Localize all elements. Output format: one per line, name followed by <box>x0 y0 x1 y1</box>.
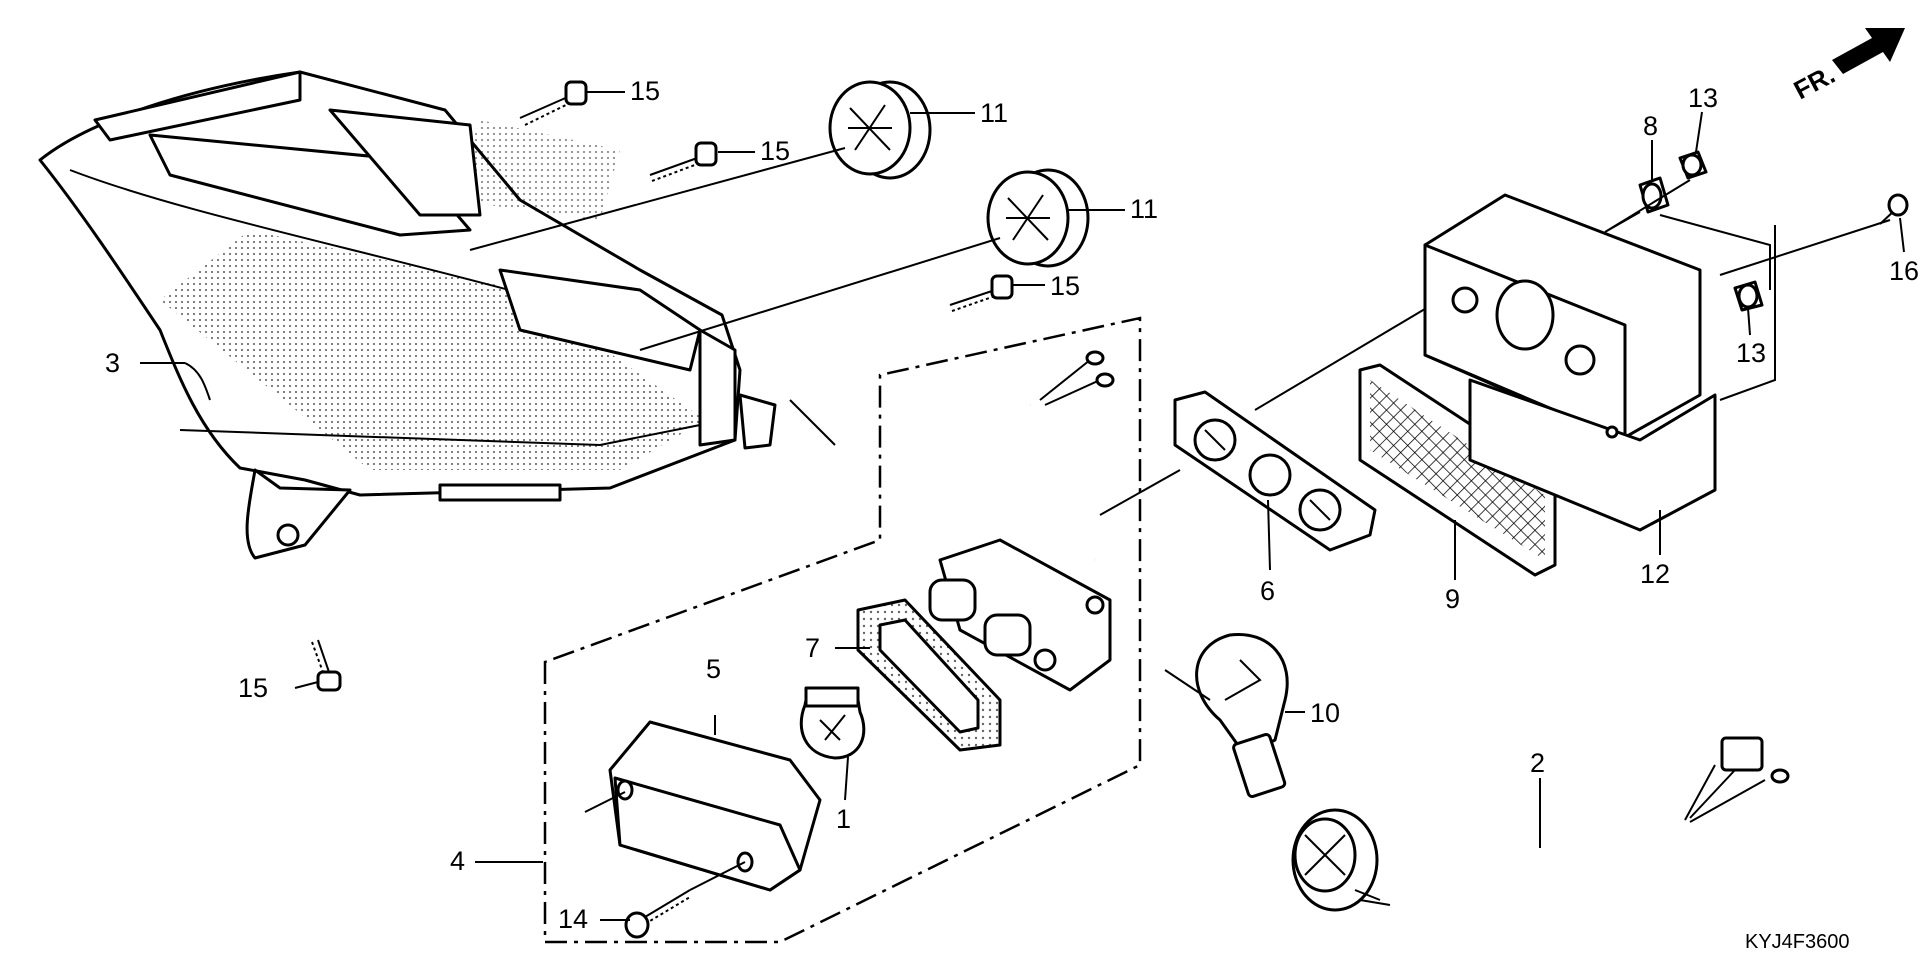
nut-13b <box>1733 280 1764 312</box>
callout-16: 16 <box>1889 256 1919 286</box>
leader-lines <box>140 91 1905 921</box>
callout-13b: 13 <box>1736 338 1766 368</box>
callout-15c: 15 <box>1050 271 1080 301</box>
callout-9: 9 <box>1445 584 1460 614</box>
callout-11a: 11 <box>980 98 1008 128</box>
callout-labels: 15 15 11 11 15 15 3 4 14 5 1 7 6 9 12 10… <box>105 76 1919 934</box>
reflector-9 <box>1358 363 1557 577</box>
direction-label: FR. <box>1789 59 1840 105</box>
screw-15d <box>311 639 342 692</box>
stop-tail-bulb-10 <box>1164 632 1289 798</box>
callout-2: 2 <box>1530 748 1545 778</box>
grommet-11b <box>986 168 1090 268</box>
callout-10: 10 <box>1310 698 1340 728</box>
callout-7: 7 <box>805 633 820 663</box>
callout-4: 4 <box>450 846 465 876</box>
callout-15b: 15 <box>760 136 790 166</box>
wedge-bulb-1 <box>799 686 866 760</box>
callout-14: 14 <box>558 904 588 934</box>
diagram-code: KYJ4F3600 <box>1745 931 1850 953</box>
screw-16 <box>1879 193 1909 225</box>
callout-8: 8 <box>1643 111 1658 141</box>
screw-14 <box>624 861 746 939</box>
callout-15a: 15 <box>630 76 660 106</box>
gasket-7 <box>856 598 1002 752</box>
collar-8 <box>1638 176 1670 214</box>
lamp-bracket-12 <box>1423 193 1717 532</box>
callout-15d: 15 <box>238 673 268 703</box>
gasket-6 <box>1173 390 1377 552</box>
callout-1: 1 <box>836 804 851 834</box>
license-lens-5 <box>584 720 822 892</box>
screw-15c <box>949 274 1014 312</box>
nut-13a <box>1678 150 1708 180</box>
bulb-socket-wire <box>928 350 1115 692</box>
screw-15b <box>649 141 718 182</box>
assembly-4-outline <box>543 316 1142 944</box>
grommet-11a <box>828 80 932 180</box>
callout-13a: 13 <box>1688 83 1718 113</box>
callout-5: 5 <box>706 654 721 684</box>
tail-lamp-housing <box>38 70 777 560</box>
callout-3: 3 <box>105 348 120 378</box>
callout-11b: 11 <box>1130 194 1158 224</box>
front-direction-arrow: FR. <box>1789 28 1905 105</box>
screw-15a <box>519 80 588 126</box>
callout-6: 6 <box>1260 576 1275 606</box>
callout-12: 12 <box>1640 559 1670 589</box>
